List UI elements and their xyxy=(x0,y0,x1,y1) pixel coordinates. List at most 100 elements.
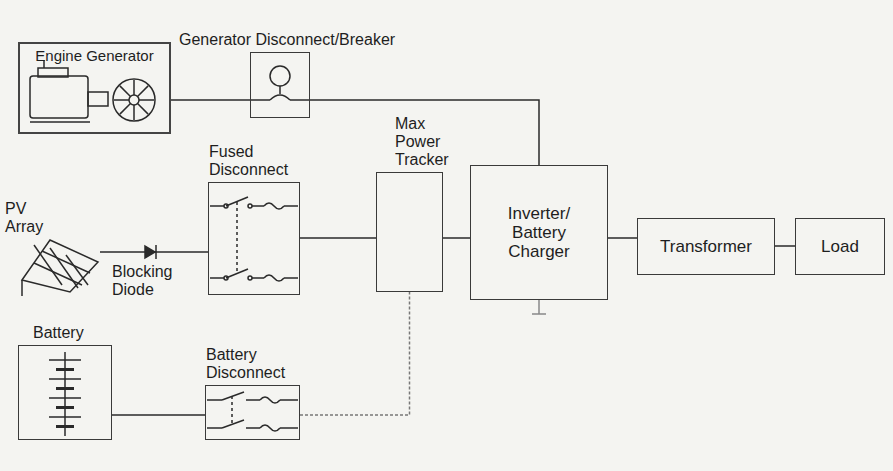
node-heading: Max Power Tracker xyxy=(395,115,465,169)
spoke xyxy=(133,80,135,95)
disconnect-box: Fused Disconnect xyxy=(208,182,300,295)
spoke xyxy=(138,86,149,97)
battery-plates xyxy=(49,360,81,427)
diode-bar xyxy=(155,245,157,259)
pv-cell-line xyxy=(50,248,78,288)
switch-wire xyxy=(252,277,264,279)
battery-symbol xyxy=(49,352,81,436)
battery-plate xyxy=(49,416,81,418)
fused-switch-symbol xyxy=(210,197,298,281)
switch-blade xyxy=(222,392,244,400)
fuse-symbol xyxy=(264,275,284,281)
engine-head xyxy=(38,68,68,77)
engine-block xyxy=(30,76,88,118)
engine-base xyxy=(30,121,90,123)
wire-connector xyxy=(775,245,795,247)
switch-wire xyxy=(284,277,298,279)
node-heading: Fused Disconnect xyxy=(209,143,321,179)
load-box: Load xyxy=(795,218,885,275)
breaker-wire xyxy=(290,99,310,101)
battery-switch-symbol xyxy=(207,392,298,431)
switch-wire xyxy=(210,277,224,279)
switch-wire xyxy=(246,399,260,401)
ground-stub xyxy=(532,300,546,314)
pv-cell-line xyxy=(34,245,62,285)
breaker-box: Generator Disconnect/Breaker xyxy=(250,52,310,118)
switch-wire xyxy=(280,399,298,401)
generator-wheel xyxy=(113,79,155,121)
generator-hub xyxy=(129,95,139,105)
ground-lead xyxy=(538,300,540,314)
node-label: Transformer xyxy=(660,237,752,256)
ground-bar xyxy=(532,313,546,315)
gang-link xyxy=(236,202,238,273)
wire-connector xyxy=(171,99,250,101)
wire-connector xyxy=(300,237,376,239)
fuse-symbol xyxy=(264,203,284,209)
switch-contact xyxy=(248,276,252,280)
spoke xyxy=(138,104,149,115)
pv-cell-line xyxy=(66,255,88,285)
tracker-box: Max Power Tracker xyxy=(376,172,443,292)
node-heading: Battery xyxy=(33,324,113,342)
fuse-symbol xyxy=(260,425,280,431)
breaker-meter xyxy=(270,66,290,86)
diode-triangle xyxy=(145,246,155,258)
breaker-symbol xyxy=(250,66,310,100)
battery-plate xyxy=(56,406,74,409)
battery-plate xyxy=(49,378,81,380)
node-heading: Generator Disconnect/Breaker xyxy=(179,31,509,49)
switch-wire xyxy=(252,205,264,207)
pv-panel-figure xyxy=(22,240,98,296)
fuse-symbol xyxy=(260,397,280,403)
node-label: PV Array xyxy=(5,200,57,236)
battery-plate xyxy=(56,425,74,428)
battery-plate xyxy=(49,359,81,361)
inverter-box: Inverter/ Battery Charger xyxy=(470,165,608,300)
pv-array: PV Array xyxy=(5,200,100,296)
pv-panel xyxy=(22,240,98,292)
node-label: Load xyxy=(821,237,859,256)
generator-box: Engine Generator xyxy=(18,42,171,134)
breaker-wire xyxy=(250,99,270,101)
breaker-stem xyxy=(279,86,281,94)
spoke xyxy=(120,86,131,97)
spoke xyxy=(139,99,154,101)
transformer-box: Transformer xyxy=(637,218,775,275)
breaker-blade xyxy=(270,95,290,100)
generator-spokes xyxy=(114,80,154,120)
switch-wire xyxy=(280,427,298,429)
battery-box: Battery xyxy=(18,345,112,440)
battery-plate xyxy=(56,368,74,371)
diode-symbol xyxy=(145,245,156,259)
wire-connector xyxy=(112,414,205,416)
switch-wire xyxy=(210,205,224,207)
switch-contact xyxy=(248,204,252,208)
battery-plate xyxy=(56,387,74,390)
coupling xyxy=(88,92,108,106)
node-label: Engine Generator xyxy=(20,44,169,65)
engine-generator-figure xyxy=(30,60,155,122)
disconnect-box: Battery Disconnect xyxy=(205,385,300,440)
switch-wire xyxy=(284,205,298,207)
wire-connector xyxy=(608,237,637,239)
spoke xyxy=(114,99,129,101)
switch-wire xyxy=(207,427,222,429)
switch-wire xyxy=(207,399,222,401)
battery-plate xyxy=(49,397,81,399)
node-heading: Battery Disconnect xyxy=(206,346,318,382)
battery-terminal-line xyxy=(64,352,66,436)
pv-stand xyxy=(21,280,23,296)
wire-connector xyxy=(300,292,410,415)
spoke xyxy=(133,105,135,120)
component-label: Blocking Diode xyxy=(112,263,204,299)
switch-wire xyxy=(246,427,260,429)
wire-connector xyxy=(443,237,470,239)
gang-link xyxy=(231,396,233,424)
spoke xyxy=(120,104,131,115)
node-label: Inverter/ Battery Charger xyxy=(491,204,587,261)
switch-blade xyxy=(222,420,244,428)
